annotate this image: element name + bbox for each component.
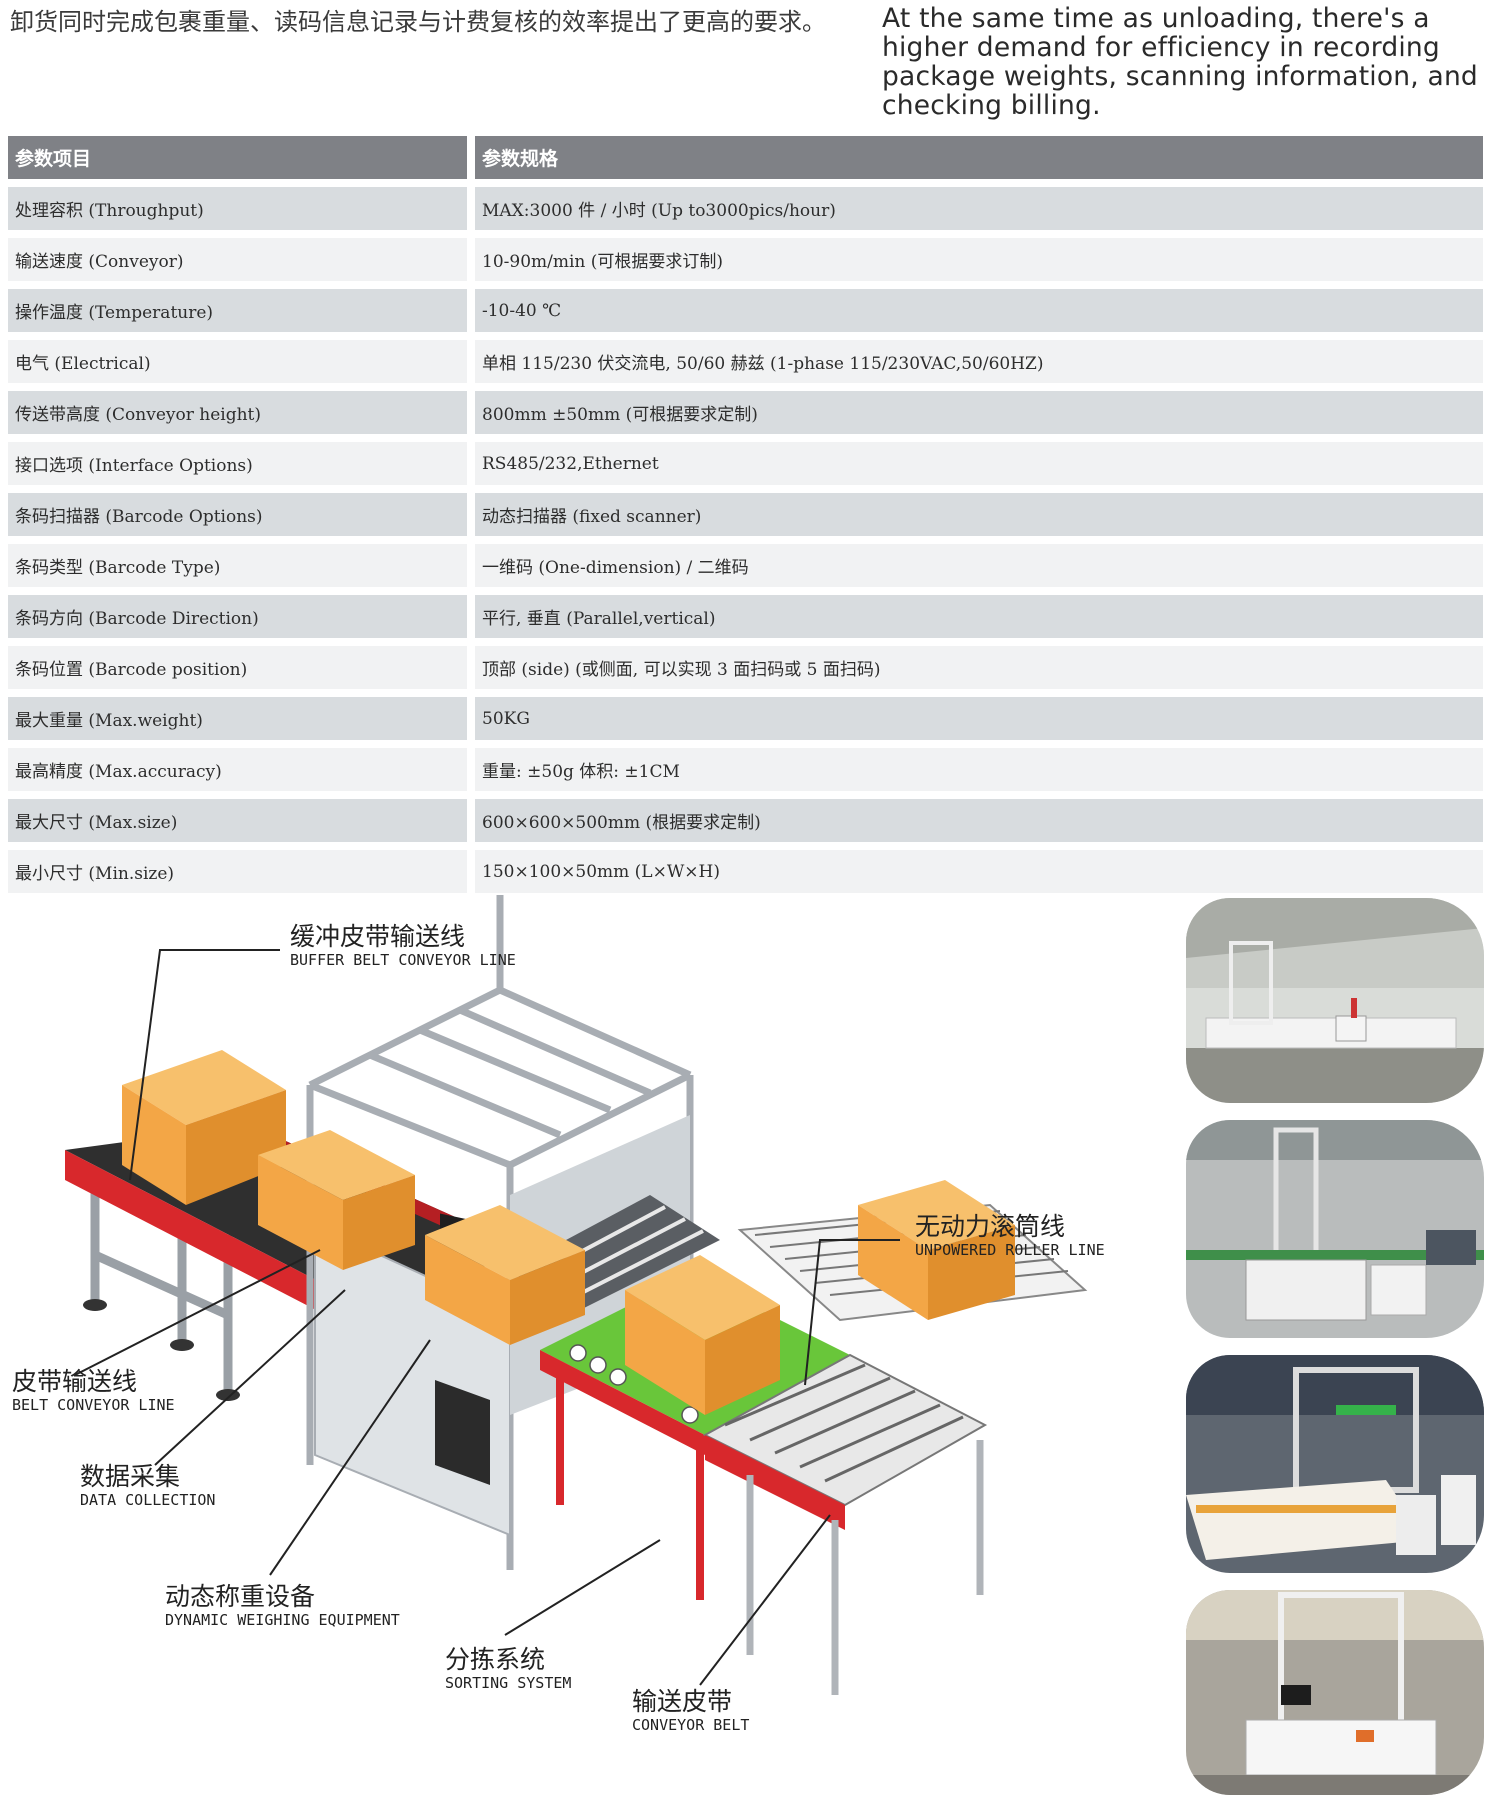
label-data-en: DATA COLLECTION xyxy=(80,1491,215,1509)
table-header: 参数项目 参数规格 xyxy=(8,134,1483,185)
label-buffer-cn: 缓冲皮带输送线 xyxy=(290,922,465,951)
spec-cell: 平行, 垂直 (Parallel,vertical) xyxy=(475,595,1483,638)
callout-lines xyxy=(74,949,900,1686)
label-convbelt-cn: 输送皮带 xyxy=(632,1687,732,1716)
table-row: 条码类型 (Barcode Type)一维码 (One-dimension) /… xyxy=(8,542,1483,593)
spec-cell: 一维码 (One-dimension) / 二维码 xyxy=(475,544,1483,587)
table-row: 最小尺寸 (Min.size)150×100×50mm (L×W×H) xyxy=(8,848,1483,899)
spec-cell: MAX:3000 件 / 小时 (Up to3000pics/hour) xyxy=(475,187,1483,230)
spec-table: 参数项目 参数规格 处理容积 (Throughput)MAX:3000 件 / … xyxy=(8,134,1483,899)
table-row: 处理容积 (Throughput)MAX:3000 件 / 小时 (Up to3… xyxy=(8,185,1483,236)
table-row: 接口选项 (Interface Options)RS485/232,Ethern… xyxy=(8,440,1483,491)
label-weighing-cn: 动态称重设备 xyxy=(165,1582,315,1611)
header-spec: 参数规格 xyxy=(475,136,1483,179)
spec-cell: 800mm ±50mm (可根据要求定制) xyxy=(475,391,1483,434)
table-row: 输送速度 (Conveyor)10-90m/min (可根据要求订制) xyxy=(8,236,1483,287)
control-panel xyxy=(435,1380,490,1485)
param-cell: 传送带高度 (Conveyor height) xyxy=(8,391,467,434)
label-sorting-cn: 分拣系统 xyxy=(445,1645,545,1674)
label-roller-cn: 无动力滚筒线 xyxy=(915,1212,1065,1241)
table-row: 操作温度 (Temperature)-10-40 ℃ xyxy=(8,287,1483,338)
label-buffer-en: BUFFER BELT CONVEYOR LINE xyxy=(290,951,516,969)
spec-cell: 顶部 (side) (或侧面, 可以实现 3 面扫码或 5 面扫码) xyxy=(475,646,1483,689)
param-cell: 最高精度 (Max.accuracy) xyxy=(8,748,467,791)
param-cell: 最小尺寸 (Min.size) xyxy=(8,850,467,893)
label-sorting-en: SORTING SYSTEM xyxy=(445,1674,571,1692)
spec-cell: 600×600×500mm (根据要求定制) xyxy=(475,799,1483,842)
intro-chinese: 卸货同时完成包裹重量、读码信息记录与计费复核的效率提出了更高的要求。 xyxy=(10,8,826,36)
label-belt-cn: 皮带输送线 xyxy=(12,1367,137,1396)
outbound-legs xyxy=(746,1440,984,1695)
label-data-cn: 数据采集 xyxy=(80,1462,180,1491)
param-cell: 条码扫描器 (Barcode Options) xyxy=(8,493,467,536)
sorting-frame xyxy=(540,1350,705,1455)
package-box xyxy=(858,1180,1015,1320)
leg-feet xyxy=(83,1299,240,1401)
spec-cell: 10-90m/min (可根据要求订制) xyxy=(475,238,1483,281)
param-cell: 条码方向 (Barcode Direction) xyxy=(8,595,467,638)
table-row: 最大重量 (Max.weight)50KG xyxy=(8,695,1483,746)
belt-conveyor-frame xyxy=(65,1150,345,1325)
package-box xyxy=(625,1255,780,1415)
param-cell: 接口选项 (Interface Options) xyxy=(8,442,467,485)
param-cell: 条码位置 (Barcode position) xyxy=(8,646,467,689)
spec-cell: 重量: ±50g 体积: ±1CM xyxy=(475,748,1483,791)
spec-cell: 动态扫描器 (fixed scanner) xyxy=(475,493,1483,536)
param-cell: 处理容积 (Throughput) xyxy=(8,187,467,230)
param-cell: 最大重量 (Max.weight) xyxy=(8,697,467,740)
warehouse-photo xyxy=(1186,1120,1484,1338)
spec-cell: -10-40 ℃ xyxy=(475,289,1483,332)
label-convbelt-en: CONVEYOR BELT xyxy=(632,1716,749,1734)
conveyor-system-diagram: 缓冲皮带输送线 BUFFER BELT CONVEYOR LINE 无动力滚筒线… xyxy=(12,895,1105,1734)
param-cell: 条码类型 (Barcode Type) xyxy=(8,544,467,587)
label-weighing-en: DYNAMIC WEIGHING EQUIPMENT xyxy=(165,1611,400,1629)
spec-cell: RS485/232,Ethernet xyxy=(475,442,1483,485)
spec-cell: 50KG xyxy=(475,697,1483,740)
spec-cell: 150×100×50mm (L×W×H) xyxy=(475,850,1483,893)
table-row: 传送带高度 (Conveyor height)800mm ±50mm (可根据要… xyxy=(8,389,1483,440)
param-cell: 操作温度 (Temperature) xyxy=(8,289,467,332)
table-row: 电气 (Electrical)单相 115/230 伏交流电, 50/60 赫兹… xyxy=(8,338,1483,389)
label-roller-en: UNPOWERED ROLLER LINE xyxy=(915,1241,1105,1259)
warehouse-photo xyxy=(1186,1590,1484,1795)
outbound-rollers xyxy=(724,1363,964,1483)
intro-english: At the same time as unloading, there's a… xyxy=(882,3,1478,121)
param-cell: 输送速度 (Conveyor) xyxy=(8,238,467,281)
header-param: 参数项目 xyxy=(8,136,467,179)
table-row: 条码位置 (Barcode position)顶部 (side) (或侧面, 可… xyxy=(8,644,1483,695)
param-cell: 电气 (Electrical) xyxy=(8,340,467,383)
package-box xyxy=(258,1130,415,1270)
param-cell: 最大尺寸 (Max.size) xyxy=(8,799,467,842)
table-row: 最大尺寸 (Max.size)600×600×500mm (根据要求定制) xyxy=(8,797,1483,848)
table-row: 条码扫描器 (Barcode Options)动态扫描器 (fixed scan… xyxy=(8,491,1483,542)
warehouse-photo xyxy=(1186,1355,1484,1573)
spec-cell: 单相 115/230 伏交流电, 50/60 赫兹 (1-phase 115/2… xyxy=(475,340,1483,383)
warehouse-photo xyxy=(1186,898,1484,1103)
table-row: 最高精度 (Max.accuracy)重量: ±50g 体积: ±1CM xyxy=(8,746,1483,797)
outbound-frame xyxy=(705,1435,845,1530)
package-box xyxy=(425,1205,585,1345)
sorting-legs xyxy=(556,1370,704,1600)
label-belt-en: BELT CONVEYOR LINE xyxy=(12,1396,175,1414)
table-row: 条码方向 (Barcode Direction)平行, 垂直 (Parallel… xyxy=(8,593,1483,644)
